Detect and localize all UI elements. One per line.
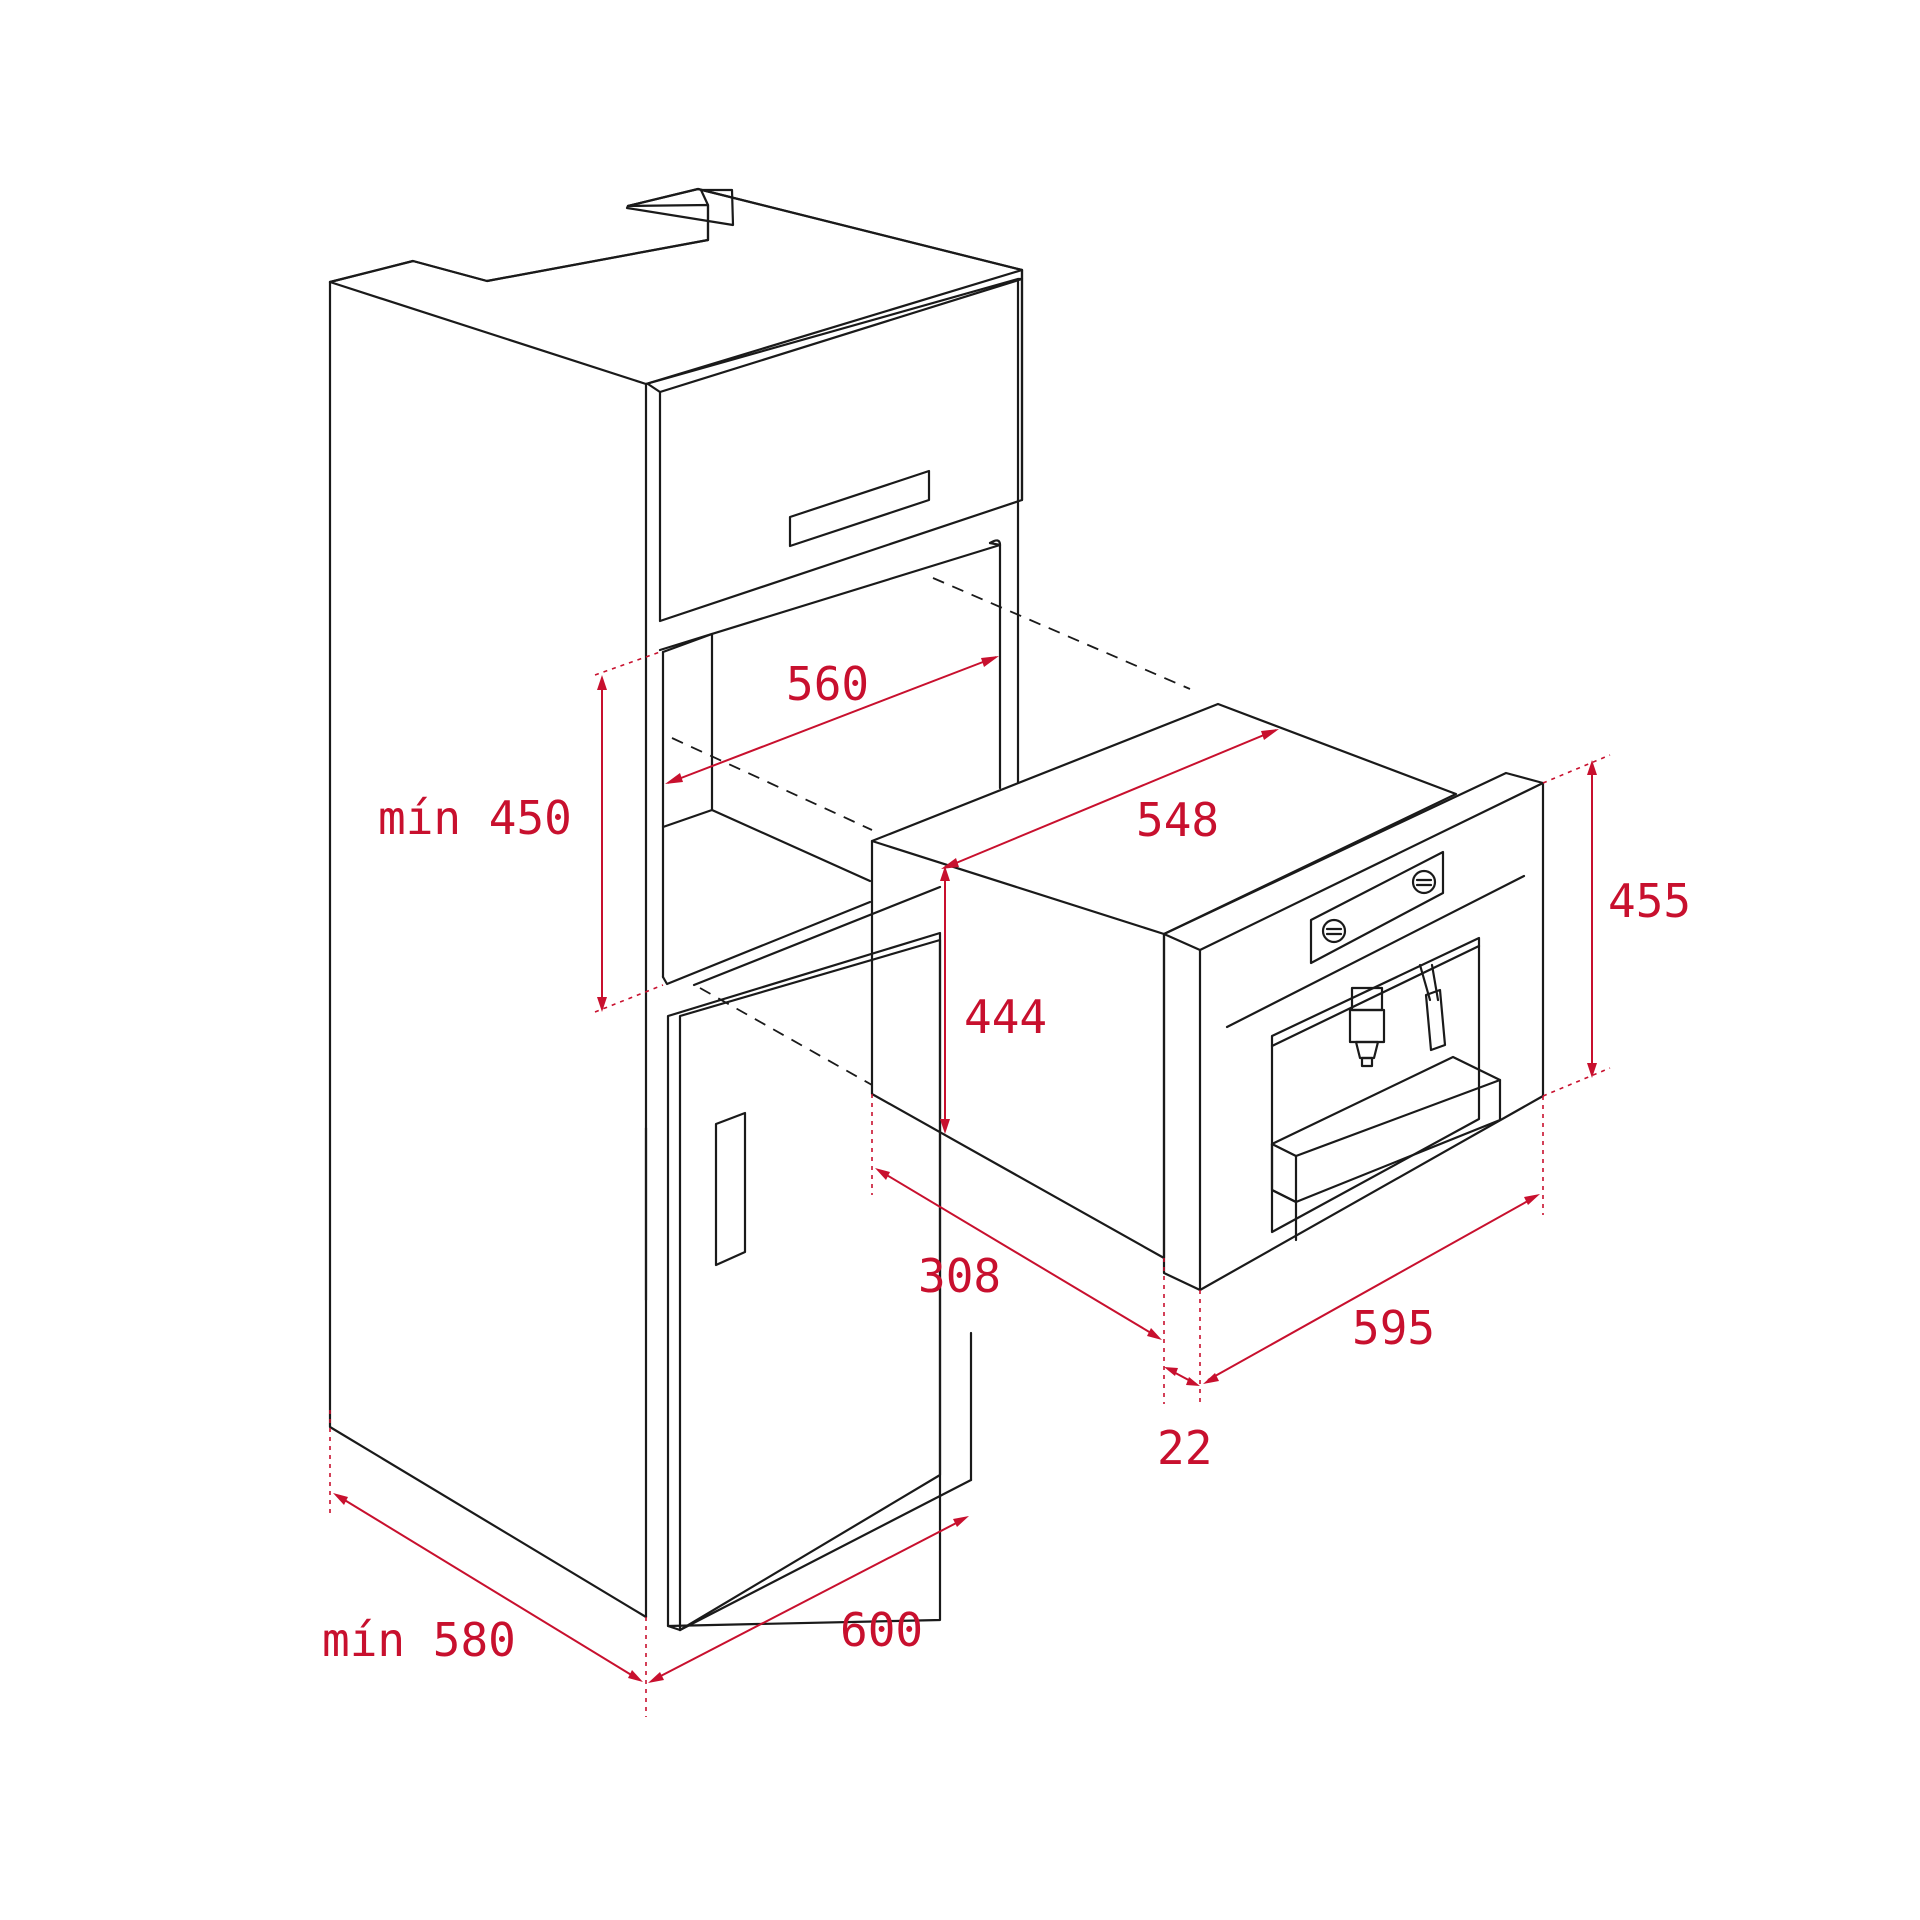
label-cabinet-width: 600: [840, 1603, 923, 1657]
dispensing-recess: [1270, 936, 1481, 1234]
label-front-width: 595: [1352, 1301, 1435, 1355]
label-front-thickness: 22: [1157, 1421, 1212, 1475]
dimension-lines: [329, 651, 1611, 1717]
coffee-machine: [870, 702, 1545, 1292]
cabinet-side-panel: [328, 187, 1024, 1619]
lower-door: [644, 931, 973, 1632]
label-appliance-depth: 548: [1136, 793, 1219, 847]
control-knob-right-icon: [1411, 869, 1437, 895]
label-body-depth: 308: [918, 1249, 1001, 1303]
machine-front-panel: [1162, 771, 1545, 1292]
steam-wand-icon: [1418, 963, 1447, 1052]
coffee-spout-icon: [1348, 986, 1386, 1068]
dimension-labels: 560 mín 450 548 444 455 308 595 22 600 m…: [322, 657, 1691, 1667]
drawer-handle: [788, 469, 931, 548]
insertion-guides: [671, 577, 1191, 1086]
door-handle: [714, 1111, 747, 1267]
label-niche-width: 560: [786, 657, 869, 711]
control-knob-left-icon: [1321, 918, 1347, 944]
label-front-height: 455: [1608, 874, 1691, 928]
label-body-height: 444: [964, 990, 1047, 1044]
control-panel: [1309, 850, 1445, 965]
niche-opening: [658, 498, 1020, 987]
drip-tray: [1270, 1055, 1502, 1242]
tall-cabinet: [328, 187, 1024, 1632]
upper-drawer: [646, 277, 1024, 623]
label-cabinet-depth-min: mín 580: [322, 1613, 516, 1667]
label-niche-height-min: mín 450: [378, 791, 572, 845]
